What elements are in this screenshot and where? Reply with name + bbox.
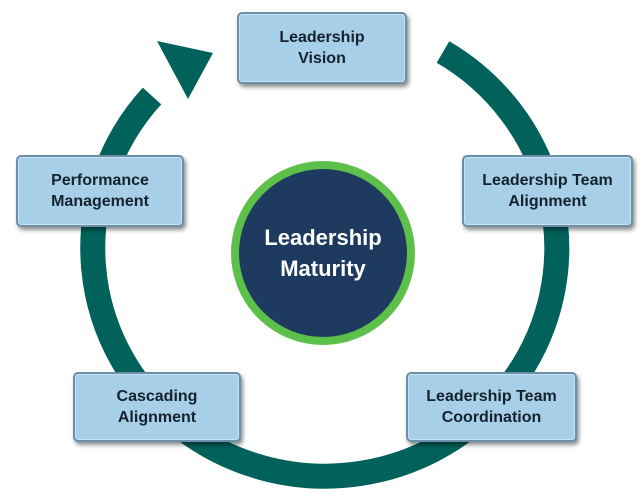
stage-label: Leadership Team Coordination [426, 388, 557, 426]
stage-label: Leadership Vision [279, 29, 365, 67]
stage-leadership-team-alignment: Leadership Team Alignment [462, 155, 633, 227]
stage-leadership-team-coordination: Leadership Team Coordination [406, 372, 577, 442]
cycle-arrowhead [157, 41, 213, 99]
stage-cascading-alignment: Cascading Alignment [73, 372, 241, 442]
stage-performance-management: Performance Management [16, 155, 184, 227]
stage-label: Performance Management [51, 172, 149, 210]
center-circle: Leadership Maturity [231, 161, 415, 345]
stage-label: Cascading Alignment [116, 388, 198, 426]
stage-leadership-vision: Leadership Vision [237, 12, 407, 84]
stage-label: Leadership Team Alignment [482, 172, 613, 210]
center-label: Leadership Maturity [264, 225, 382, 281]
